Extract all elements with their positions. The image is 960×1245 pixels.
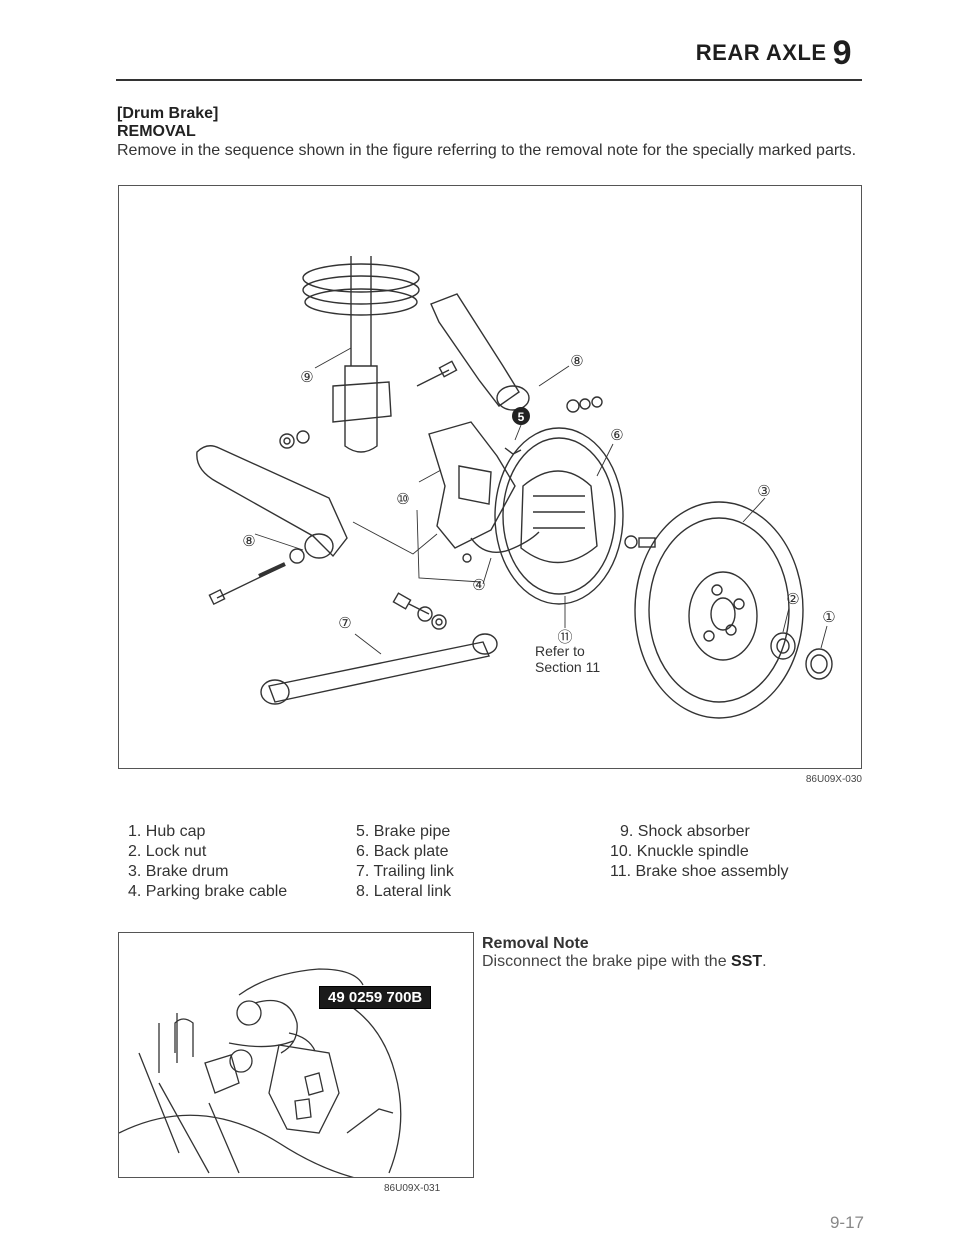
header-divider xyxy=(116,79,862,81)
legend-item: 2. Lock nut xyxy=(128,843,207,860)
legend-item: 3. Brake drum xyxy=(128,863,229,880)
callout-4: ④ xyxy=(472,577,485,594)
legend-item: 4. Parking brake cable xyxy=(128,883,288,900)
chapter-number: 9 xyxy=(832,34,852,72)
legend-column-3: 9. Shock absorber 10. Knuckle spindle 11… xyxy=(610,822,788,882)
legend-column-2: 5. Brake pipe 6. Back plate 7. Trailing … xyxy=(356,822,454,902)
legend-item: 10. Knuckle spindle xyxy=(610,843,749,860)
exploded-view-figure: ⑨ ⑧ ⑥ ⑩ ③ ⑧ ④ ⑦ ② ① ⑪ 5 Refer to Section… xyxy=(118,185,862,769)
callout-3: ③ xyxy=(757,483,770,500)
legend-item: 5. Brake pipe xyxy=(356,823,451,840)
sst-figure: 49 0259 700B xyxy=(118,932,474,1178)
refer-section-label: Section 11 xyxy=(535,659,600,675)
callout-6: ⑥ xyxy=(610,427,623,444)
refer-to-label: Refer to xyxy=(535,643,585,659)
section-title: [Drum Brake] xyxy=(117,105,219,122)
sst-drawing xyxy=(119,968,402,1177)
page-number: 9-17 xyxy=(829,1213,864,1232)
section-subtitle: REMOVAL xyxy=(117,123,196,140)
callout-2: ② xyxy=(786,591,799,608)
callout-11: ⑪ xyxy=(557,629,572,646)
legend-item: 9. Shock absorber xyxy=(620,823,750,840)
legend-column-1: 1. Hub cap 2. Lock nut 3. Brake drum 4. … xyxy=(128,822,287,902)
legend-item: 11. Brake shoe assembly xyxy=(610,863,789,880)
callout-9: ⑨ xyxy=(300,369,313,386)
callout-7: ⑦ xyxy=(338,615,351,632)
removal-note-text: Disconnect the brake pipe with the SST. xyxy=(482,953,767,971)
callout-1: ① xyxy=(822,609,835,626)
sst-part-label: 49 0259 700B xyxy=(319,986,432,1009)
callout-5: 5 xyxy=(518,410,525,424)
callout-5-marker xyxy=(512,407,530,425)
removal-note-title: Removal Note xyxy=(482,935,589,952)
callout-10: ⑩ xyxy=(396,491,409,508)
exploded-view-drawing: ⑨ ⑧ ⑥ ⑩ ③ ⑧ ④ ⑦ ② ① ⑪ 5 Refer to Section… xyxy=(196,256,836,719)
figure2-code: 86U09X-031 xyxy=(384,1183,441,1194)
callout-8-lower: ⑧ xyxy=(242,533,255,550)
figure1-code: 86U09X-030 xyxy=(805,774,862,785)
legend-item: 1. Hub cap xyxy=(128,823,206,840)
removal-note-prefix: Disconnect the brake pipe with the xyxy=(482,953,732,970)
removal-note-suffix: . xyxy=(762,953,767,970)
chapter-title: REAR AXLE xyxy=(695,40,827,65)
legend-item: 8. Lateral link xyxy=(356,883,452,900)
sst-emphasis: SST xyxy=(731,953,763,970)
callout-8-upper: ⑧ xyxy=(570,353,583,370)
intro-text: Remove in the sequence shown in the figu… xyxy=(117,142,857,159)
legend-item: 7. Trailing link xyxy=(356,863,454,880)
legend-item: 6. Back plate xyxy=(356,843,449,860)
